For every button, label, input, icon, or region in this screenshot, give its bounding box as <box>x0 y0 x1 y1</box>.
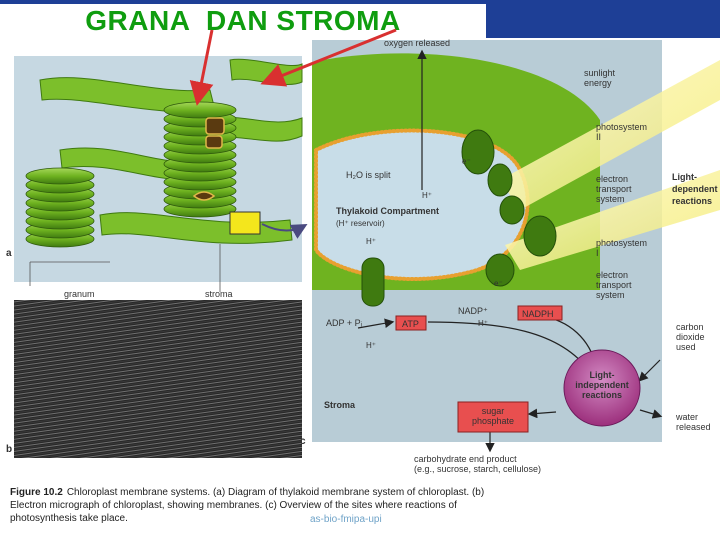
hplus-label: H⁺ <box>366 237 376 246</box>
stroma-label-b: stroma <box>205 289 233 299</box>
carbohydrate-label: carbohydrate end product(e.g., sucrose, … <box>414 454 541 474</box>
sugar-phosphate-box <box>457 401 529 433</box>
hplus-label: H⁺ <box>422 191 432 200</box>
watermark: as-bio-fmipa-upi <box>310 514 382 525</box>
hplus-label: H⁺ <box>366 341 376 350</box>
thylakoid-disc <box>25 167 95 185</box>
hplus-label: H⁺ <box>478 319 488 328</box>
atp-label: ATP <box>402 319 419 329</box>
panel-b-micrograph: granum stroma b <box>6 289 302 458</box>
h-reservoir-label: (H⁺ reservoir) <box>336 219 385 228</box>
stroma-label-c: Stroma <box>324 400 356 410</box>
thylakoid-disc <box>163 101 237 119</box>
electron-label: e⁻ <box>462 157 471 166</box>
h2o-split-label: H₂O is split <box>346 170 391 180</box>
grana-pointer-arrow <box>189 29 214 106</box>
electron-label: e⁻ <box>494 279 503 288</box>
granum-cutaway <box>205 135 223 149</box>
granum-stack-right <box>163 101 237 218</box>
zoom-arrow <box>261 223 308 239</box>
nadph-box <box>517 305 563 321</box>
panel-a-letter: a <box>6 248 12 259</box>
caption-lead: Figure 10.2 <box>10 487 63 498</box>
caption-text: Chloroplast membrane systems. (a) Diagra… <box>10 487 485 524</box>
cytochrome-complex <box>487 163 513 197</box>
granum-cutaway <box>205 117 225 135</box>
photosystem-ii-complex <box>461 129 495 175</box>
nadp-label: NADP⁺ <box>458 306 488 316</box>
page-title: GRANA DAN STROMA <box>0 4 486 38</box>
granum-stack-left <box>25 167 95 248</box>
atp-synthase <box>361 257 385 307</box>
light-beam-lower <box>505 170 720 270</box>
photosystem-i-complex <box>523 215 557 257</box>
adp-label: ADP + Pᵢ <box>326 318 362 328</box>
stroma-pointer-arrow <box>260 28 397 87</box>
panel-a-grana-diagram: a <box>6 56 308 292</box>
em-image <box>14 300 302 458</box>
atp-box <box>395 315 427 331</box>
zoom-highlight-box <box>229 211 261 235</box>
title-pointer-arrows <box>189 28 397 106</box>
thylakoid-compartment-label: Thylakoid Compartment <box>336 206 439 216</box>
oxygen-label: oxygen released <box>384 38 450 48</box>
granum-cutaway <box>192 191 216 201</box>
panel-c-letter: c <box>300 436 306 447</box>
light-beam-upper <box>500 60 720 210</box>
light-independent-reactions-circle <box>563 349 641 427</box>
granum-label: granum <box>64 289 95 299</box>
panel-b-letter: b <box>6 444 12 455</box>
nadph-label: NADPH <box>522 309 554 319</box>
